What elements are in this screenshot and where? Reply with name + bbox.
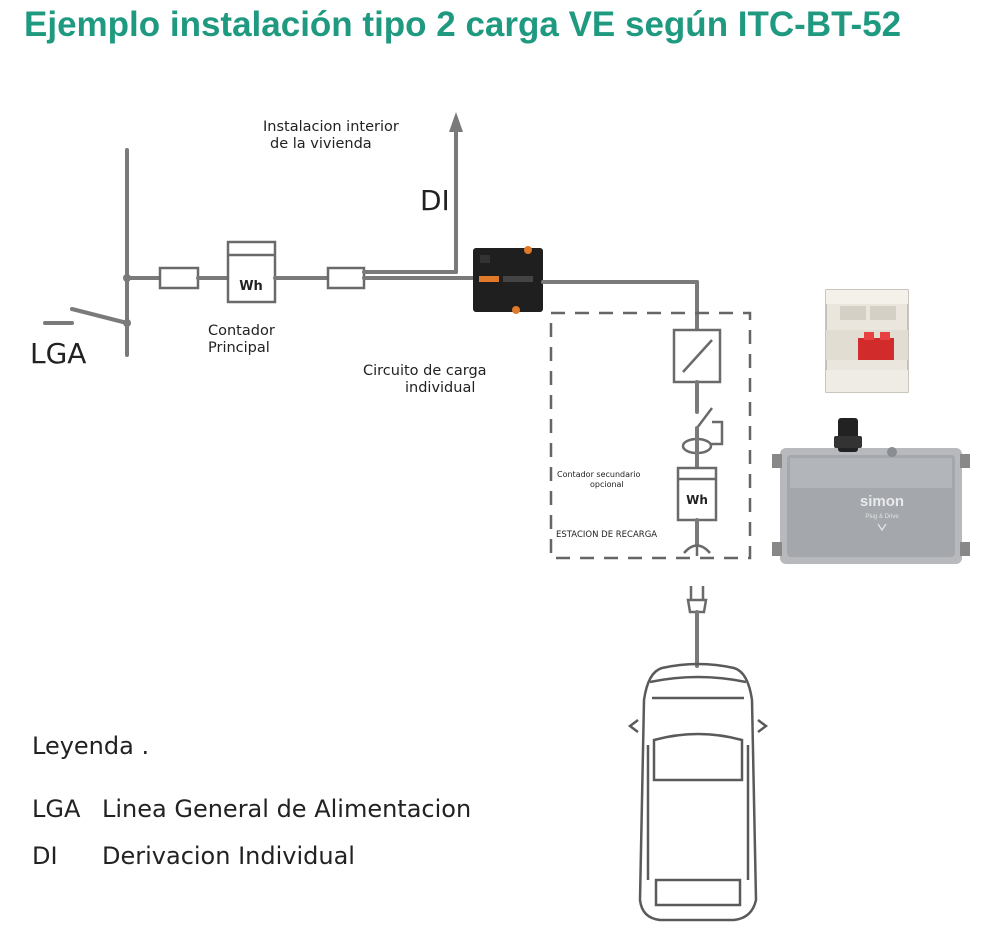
- arrow-up-icon: [449, 112, 463, 132]
- page-title: Ejemplo instalación tipo 2 carga VE segú…: [24, 5, 901, 44]
- plug-icon: [686, 586, 708, 614]
- contador-label-2: Principal: [208, 340, 270, 356]
- estacion-label: ESTACION DE RECARGA: [556, 530, 657, 540]
- switch-icon: [682, 339, 713, 373]
- circuito-label-2: individual: [405, 380, 475, 396]
- brand-sub-label: Plug & Drive: [865, 514, 899, 520]
- rcd-link-icon: [710, 420, 724, 446]
- main-meter-label: Wh: [239, 279, 263, 294]
- car-top-view-icon: [627, 662, 769, 922]
- legend: Leyenda . LGA Linea General de Alimentac…: [32, 732, 471, 870]
- protection-device-icon: [473, 246, 543, 314]
- circuito-label-1: Circuito de carga: [363, 363, 487, 379]
- legend-text-di: Derivacion Individual: [102, 842, 355, 870]
- lga-label: LGA: [30, 337, 86, 370]
- breaker-photo-icon: [825, 289, 909, 393]
- secondary-label-1: Contador secundario: [557, 470, 641, 479]
- interior-label-1: Instalacion interior: [263, 119, 399, 135]
- charger-box-icon: simon Plug & Drive: [772, 418, 970, 564]
- legend-code-di: DI: [32, 842, 58, 870]
- brand-label: simon: [860, 493, 904, 510]
- secondary-meter-label: Wh: [686, 493, 708, 507]
- rcd-contact-icon: [696, 407, 713, 429]
- legend-text-lga: Linea General de Alimentacion: [102, 795, 471, 823]
- station-switch-box: [672, 328, 722, 384]
- fuse-icon: [158, 266, 200, 290]
- lga-switch-icon: [70, 307, 129, 325]
- fuse-icon: [326, 266, 366, 290]
- contador-label-1: Contador: [208, 323, 275, 339]
- charging-station-box: [549, 311, 752, 560]
- secondary-meter: [676, 466, 718, 522]
- secondary-label-2: opcional: [590, 480, 624, 489]
- legend-heading: Leyenda .: [32, 732, 149, 760]
- interior-label-2: de la vivienda: [270, 136, 372, 152]
- legend-code-lga: LGA: [32, 795, 81, 823]
- di-label: DI: [420, 184, 450, 217]
- main-meter: [226, 240, 277, 304]
